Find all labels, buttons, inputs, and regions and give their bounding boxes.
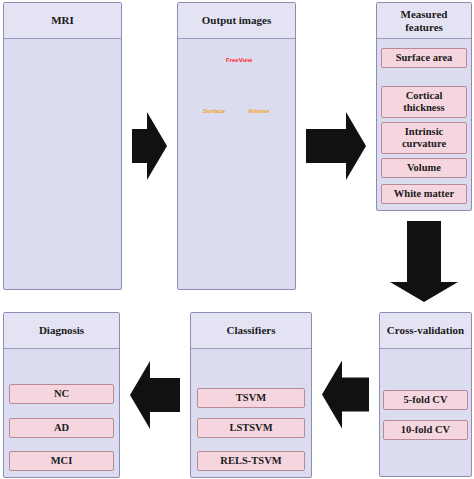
- box-label: TSVM: [201, 392, 301, 404]
- panel-title: Output images: [178, 3, 295, 39]
- feature-box: LSTSVM: [197, 418, 305, 438]
- feature-box: RELS-TSVM: [197, 451, 305, 471]
- box-label: AD: [13, 422, 110, 434]
- box-label: Volume: [385, 162, 463, 174]
- feature-box: 10-fold CV: [383, 420, 468, 440]
- box-label: White matter: [385, 188, 463, 200]
- box-label: LSTSVM: [201, 422, 301, 434]
- feature-box: Intrinsic curvature: [381, 122, 467, 154]
- image-caption: Surface: [203, 108, 225, 114]
- flow-arrow: [322, 361, 369, 429]
- feature-box: 5-fold CV: [383, 390, 468, 410]
- panel-title: MRI: [4, 3, 121, 39]
- feature-box: AD: [9, 418, 114, 438]
- panel-title: Cross-validation: [380, 313, 471, 349]
- stage-panel: ClassifiersTSVM LSTSVM RELS-TSVM: [190, 312, 312, 478]
- panel-title: Measured features: [377, 3, 471, 39]
- feature-box: White matter: [381, 184, 467, 204]
- feature-box: MCI: [9, 451, 114, 471]
- image-caption: Volume: [248, 108, 269, 114]
- feature-box: Surface area: [381, 48, 467, 68]
- stage-panel: DiagnosisNC AD MCI: [3, 312, 120, 478]
- stage-panel: MRI: [3, 2, 122, 290]
- feature-box: Volume: [381, 158, 467, 178]
- box-label: 5-fold CV: [387, 394, 464, 406]
- flow-arrow: [130, 361, 180, 429]
- stage-panel: Output images: [177, 2, 296, 290]
- flow-arrow: [390, 221, 458, 302]
- feature-box: TSVM: [197, 388, 305, 408]
- box-label: NC: [13, 388, 110, 400]
- box-label: 10-fold CV: [387, 424, 464, 436]
- stage-panel: Cross-validation 5-fold CV 10-fold CV: [379, 312, 472, 477]
- panel-title: Diagnosis: [4, 313, 119, 349]
- box-label: Surface area: [385, 52, 463, 64]
- feature-box: Cortical thickness: [381, 86, 467, 118]
- box-label: RELS-TSVM: [201, 455, 301, 467]
- flow-arrow: [132, 112, 167, 180]
- box-label: MCI: [13, 455, 110, 467]
- stage-panel: Measured featuresSurface areaCortical th…: [376, 2, 472, 211]
- box-label: Intrinsic curvature: [385, 126, 463, 150]
- box-label: Cortical thickness: [385, 90, 463, 114]
- feature-box: NC: [9, 384, 114, 404]
- flow-arrow: [306, 112, 366, 180]
- image-caption: FreeView: [226, 57, 252, 63]
- panel-title: Classifiers: [191, 313, 311, 349]
